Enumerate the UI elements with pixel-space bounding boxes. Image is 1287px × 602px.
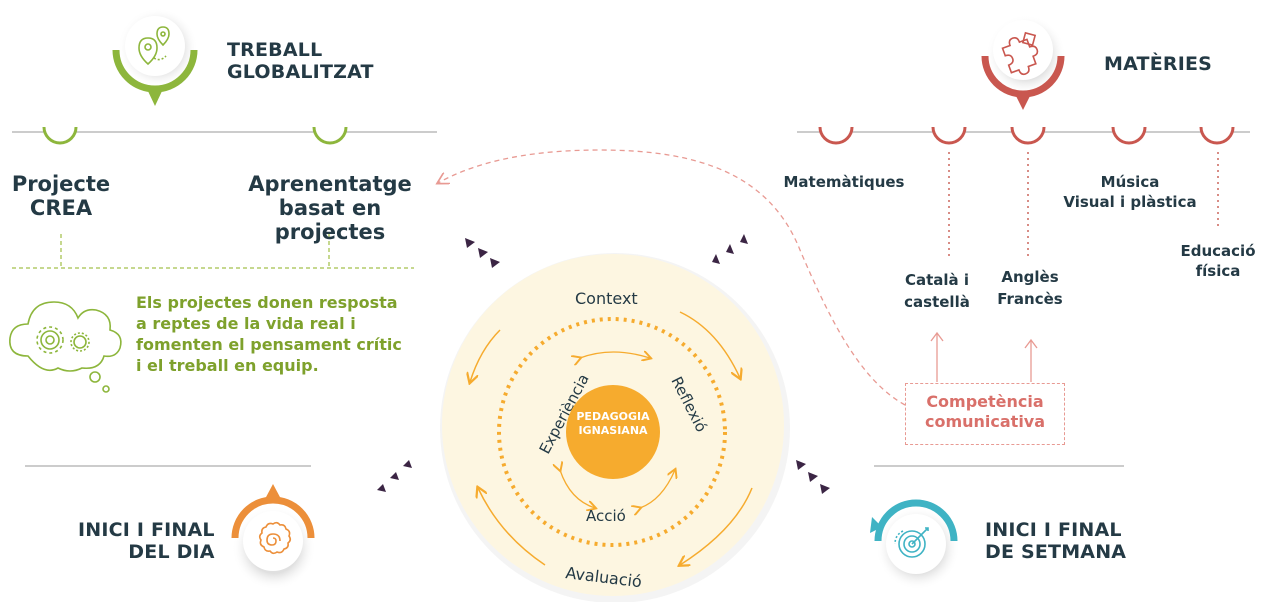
- arrow-cluster-top-right: [712, 234, 748, 264]
- inici-setmana-title: INICI I FINAL DE SETMANA: [985, 519, 1127, 563]
- inici-setmana-badge: [870, 499, 960, 590]
- subject-angles-frances: Anglès Francès: [997, 268, 1063, 308]
- competencia-arrows: [930, 331, 1038, 382]
- projecte-crea-label: Projecte CREA: [11, 172, 111, 220]
- materies-timeline: [797, 126, 1250, 260]
- cloud-gears-icon: [9, 301, 122, 393]
- projectes-description: Els projectes donen resposta a reptes de…: [136, 293, 402, 375]
- cycle-label-context: Context: [575, 289, 638, 308]
- treball-title: TREBALL GLOBALITZAT: [227, 39, 374, 83]
- target-icon: [894, 527, 929, 558]
- materies-title: MATÈRIES: [1104, 53, 1213, 75]
- treball-timeline: [12, 126, 437, 269]
- cycle-label-accio: Acció: [586, 507, 626, 525]
- map-pin-icon: [138, 26, 170, 66]
- inici-dia-badge: [231, 484, 316, 590]
- subject-musica: Música Visual i plàstica: [1063, 173, 1197, 211]
- treball-badge: [112, 8, 198, 106]
- arrow-cluster-bottom-left: [377, 460, 412, 492]
- arrow-cluster-bottom-right: [796, 460, 830, 494]
- spiral-icon: [258, 521, 292, 555]
- materies-badge: [981, 15, 1066, 110]
- subject-catala-castella: Català i castellà: [904, 271, 970, 311]
- abp-label: Aprenentatge basat en projectes: [248, 172, 412, 244]
- subject-educacio-fisica: Educació física: [1180, 242, 1256, 280]
- arrow-cluster-top-left: [465, 238, 500, 268]
- subject-matematiques: Matemàtiques: [783, 173, 905, 191]
- puzzle-icon: [1001, 31, 1039, 76]
- pedagogia-ignasiana-center: PEDAGOGIA IGNASIANA: [566, 385, 660, 479]
- competencia-comunicativa-box: Competència comunicativa: [905, 383, 1065, 445]
- inici-dia-title: INICI I FINAL DEL DIA: [78, 519, 215, 563]
